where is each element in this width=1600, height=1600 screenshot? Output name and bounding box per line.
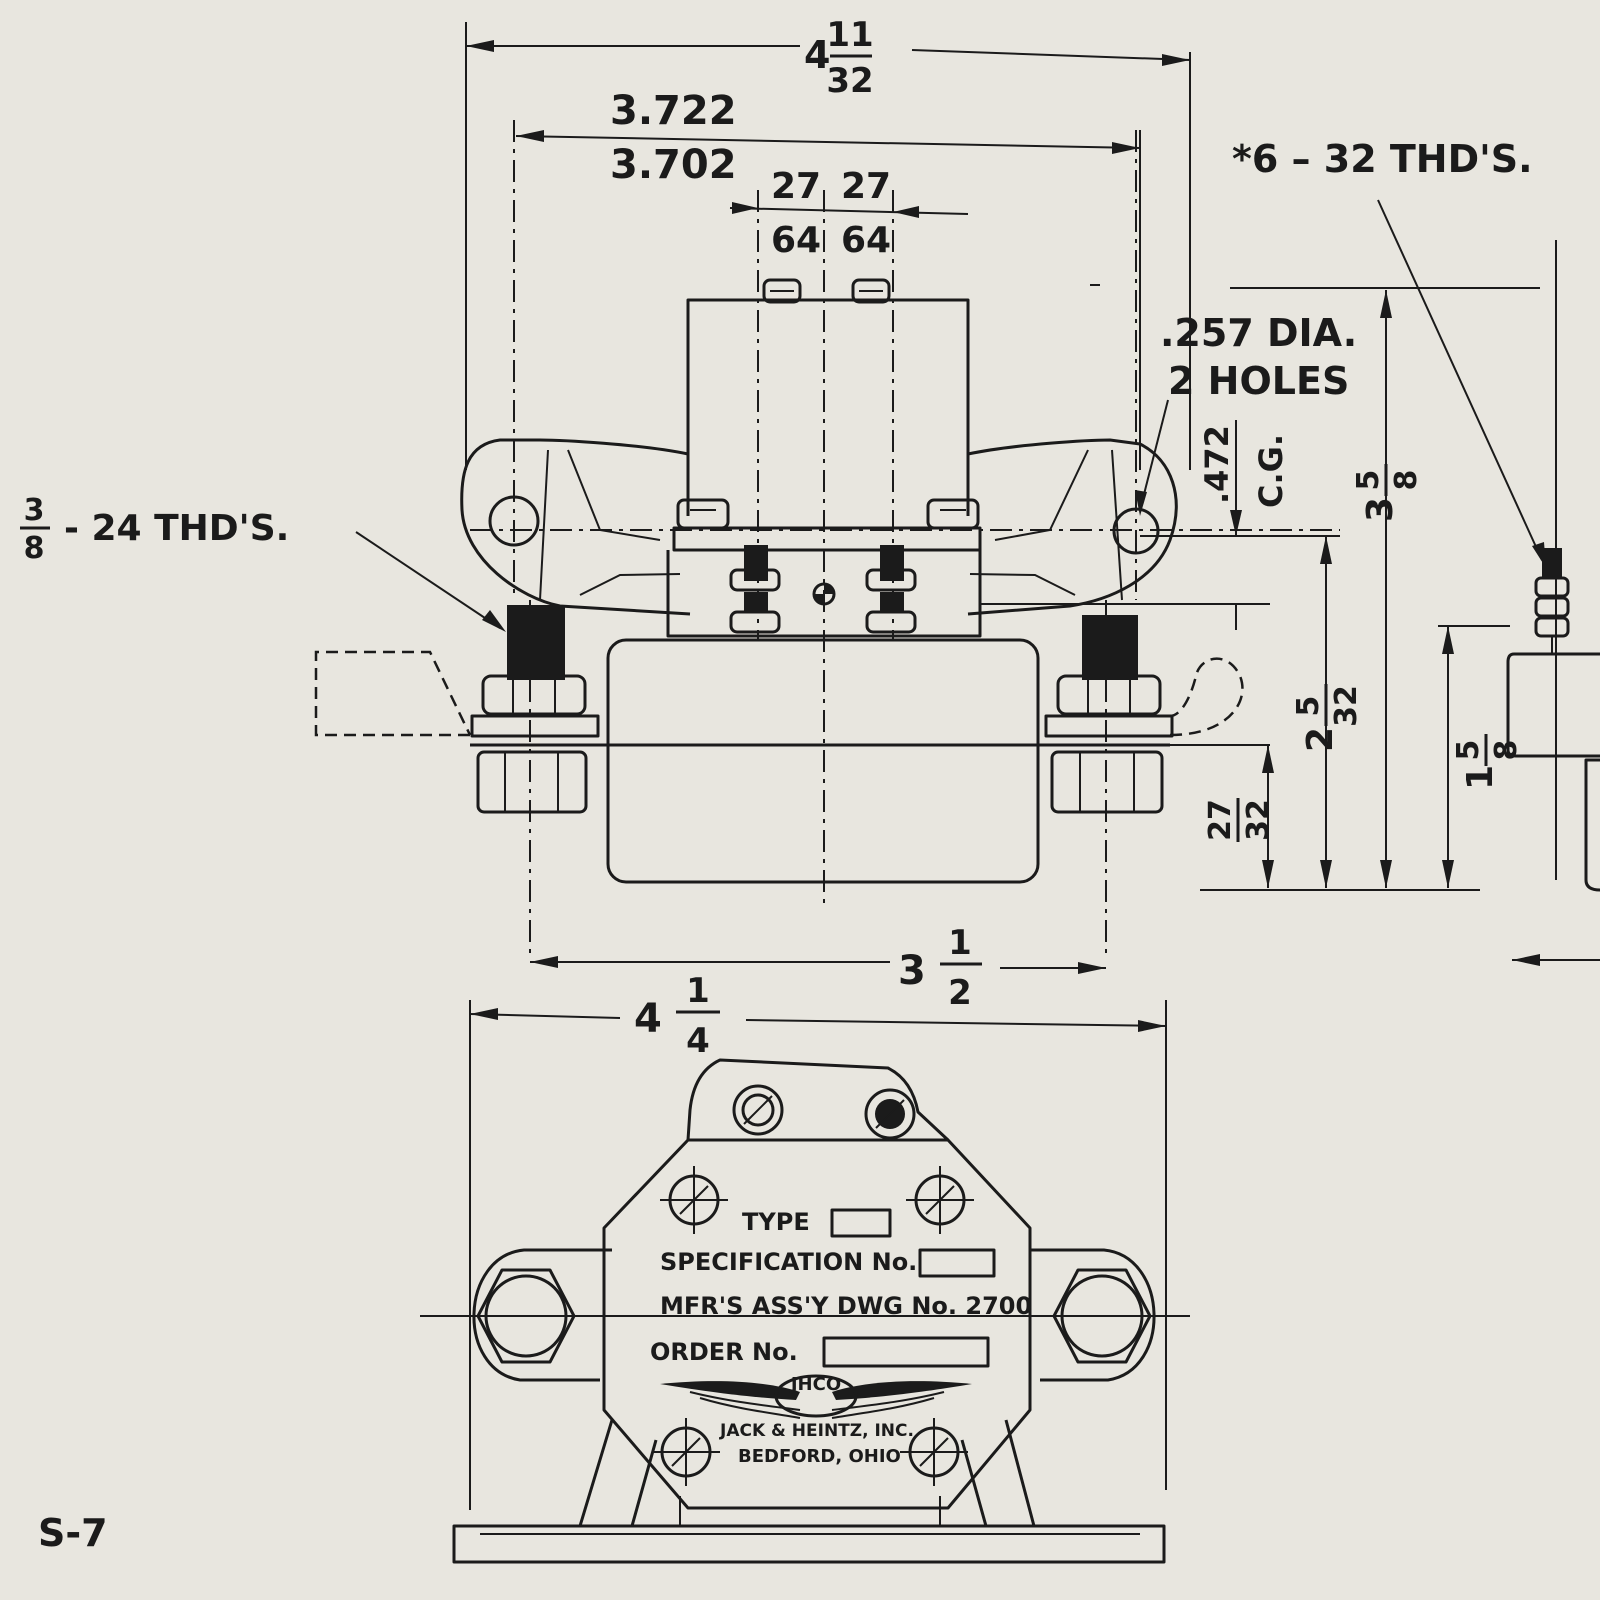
hole-callout-line2: 2 HOLES bbox=[1168, 359, 1349, 403]
logo-text: JHCO bbox=[789, 1374, 841, 1395]
phantom-lug-right bbox=[1169, 657, 1244, 737]
dim-side-height-whole: 1 bbox=[1460, 765, 1501, 790]
dim-base-height-den: 32 bbox=[1241, 799, 1276, 841]
dim-overall-num: 11 bbox=[826, 15, 873, 55]
dim-base-width-den: 4 bbox=[686, 1021, 710, 1061]
nameplate-order-label: ORDER No. bbox=[650, 1338, 798, 1366]
plan-view: TYPE SPECIFICATION No. MFR'S ASS'Y DWG N… bbox=[420, 1058, 1190, 1564]
dim-cg-label: C.G. bbox=[1252, 434, 1290, 508]
page-label: S-7 bbox=[38, 1511, 108, 1555]
nameplate-type-box bbox=[830, 1208, 892, 1238]
dim-base-height-num: 27 bbox=[1203, 799, 1238, 841]
nameplate-type-label: TYPE bbox=[742, 1208, 810, 1236]
stud-right bbox=[1044, 615, 1174, 814]
contact-plate bbox=[672, 526, 982, 552]
plan-terminal-left bbox=[732, 1084, 784, 1136]
plan-screw-tr bbox=[906, 1166, 974, 1234]
stud-left bbox=[470, 605, 600, 814]
thread-left-den: 8 bbox=[24, 531, 45, 566]
bracket-rib-right bbox=[969, 449, 1123, 601]
dim-center-height-whole: 2 bbox=[1300, 727, 1341, 752]
plan-screw-br bbox=[900, 1418, 968, 1486]
plan-screw-bl bbox=[652, 1418, 720, 1486]
coil-housing bbox=[686, 298, 970, 516]
nameplate-spec-label: SPECIFICATION No. bbox=[660, 1248, 917, 1276]
plan-foot bbox=[452, 1524, 1166, 1564]
dim-inner-upper: 3.722 bbox=[610, 88, 737, 134]
dim-base-width-whole: 4 bbox=[634, 996, 662, 1042]
nameplate-dwg-label: MFR'S ASS'Y DWG No. 2700 bbox=[660, 1292, 1032, 1320]
dim-height: 3 5 8 bbox=[1351, 464, 1424, 522]
nameplate-spec-box bbox=[918, 1248, 996, 1278]
plan-top-cap bbox=[686, 1058, 950, 1142]
plan-ear-left bbox=[472, 1248, 612, 1382]
side-view bbox=[1506, 240, 1600, 966]
contact-stud-left bbox=[729, 545, 781, 634]
dim-mount-spacing-whole: 3 bbox=[898, 948, 926, 994]
phantom-lug-left bbox=[314, 650, 472, 737]
dim-base-width-num: 1 bbox=[686, 971, 710, 1011]
dim-offset-right-num: 27 bbox=[841, 166, 891, 207]
dim-side-height-num: 5 bbox=[1451, 740, 1486, 761]
jhco-logo: JHCO bbox=[660, 1374, 972, 1419]
dim-base-height: 27 32 bbox=[1203, 798, 1276, 842]
side-terminal-stud bbox=[1534, 548, 1570, 654]
thread-left-rest: - 24 THD'S. bbox=[64, 508, 289, 549]
bracket-rib-left bbox=[539, 449, 681, 601]
plan-screw-tl bbox=[660, 1166, 728, 1234]
thread-right: *6 – 32 THD'S. bbox=[1232, 137, 1533, 181]
dim-overall-whole: 4 bbox=[804, 33, 830, 77]
dim-center-height-num: 5 bbox=[1291, 696, 1326, 717]
nameplate-maker: JACK & HEINTZ, INC. bbox=[719, 1421, 914, 1441]
plan-octagon bbox=[602, 1138, 1032, 1510]
dim-height-den: 8 bbox=[1389, 470, 1424, 491]
nameplate: TYPE SPECIFICATION No. MFR'S ASS'Y DWG N… bbox=[650, 1208, 1032, 1467]
dim-offset-left-num: 27 bbox=[771, 166, 821, 207]
dimension-lines bbox=[355, 22, 1546, 1510]
dim-offset-right-den: 64 bbox=[841, 220, 891, 261]
thread-left-num: 3 bbox=[24, 493, 45, 528]
contact-stud-right bbox=[865, 545, 917, 634]
dim-mount-spacing-den: 2 bbox=[948, 973, 972, 1013]
screw-left bbox=[676, 498, 730, 530]
dim-center-height: 2 5 32 bbox=[1291, 684, 1364, 752]
top-terminal-right bbox=[851, 278, 891, 304]
dim-overall-den: 32 bbox=[826, 61, 873, 101]
dim-cg-value: .472 bbox=[1198, 425, 1236, 504]
top-terminal-left bbox=[762, 278, 802, 304]
dim-offset-left-den: 64 bbox=[771, 220, 821, 261]
dimension-text: 4 11 32 3.722 3.702 27 64 27 64 .257 DIA… bbox=[20, 15, 1533, 1555]
nameplate-city: BEDFORD, OHIO bbox=[738, 1446, 901, 1467]
front-view bbox=[314, 120, 1340, 960]
dim-mount-spacing-num: 1 bbox=[948, 923, 972, 963]
dim-height-whole: 3 bbox=[1360, 497, 1401, 522]
plan-terminal-right bbox=[864, 1088, 916, 1140]
dim-inner-lower: 3.702 bbox=[610, 142, 737, 188]
hole-callout-line1: .257 DIA. bbox=[1160, 311, 1357, 355]
dim-side-height: 1 5 8 bbox=[1451, 734, 1524, 790]
dim-center-height-den: 32 bbox=[1329, 685, 1364, 727]
plan-ear-right bbox=[1030, 1248, 1156, 1382]
screw-right bbox=[926, 498, 980, 530]
nameplate-order-box bbox=[822, 1336, 990, 1368]
dim-height-num: 5 bbox=[1351, 470, 1386, 491]
